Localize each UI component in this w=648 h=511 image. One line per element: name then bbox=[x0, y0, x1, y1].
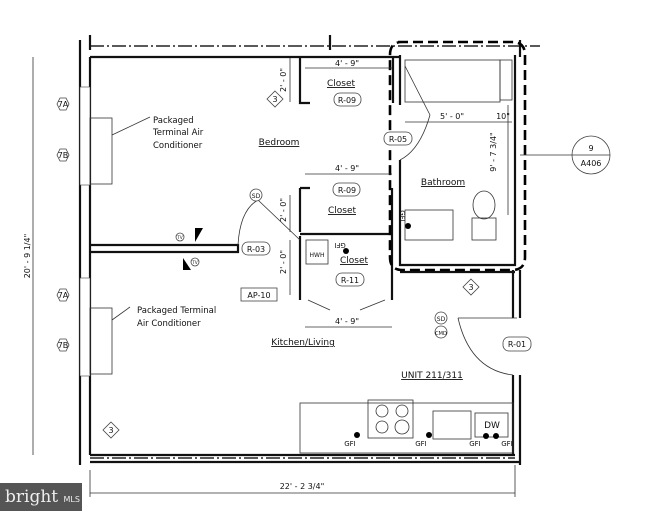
dishwasher bbox=[474, 412, 509, 438]
tv-tag: TV bbox=[190, 257, 200, 267]
svg-text:TV: TV bbox=[176, 235, 182, 240]
vanity bbox=[404, 209, 454, 241]
closet-bifold-door bbox=[307, 299, 386, 311]
room-label-bedroom: Bedroom bbox=[259, 138, 300, 148]
range bbox=[367, 399, 414, 439]
svg-text:R-05: R-05 bbox=[389, 135, 407, 144]
bathroom-door-swing bbox=[399, 65, 431, 161]
smoke-detector-tag: SD bbox=[249, 188, 263, 202]
svg-text:SD: SD bbox=[437, 316, 446, 323]
svg-text:GFI: GFI bbox=[334, 241, 346, 249]
svg-text:3: 3 bbox=[468, 283, 473, 292]
window-tag-7b: 7B bbox=[56, 148, 70, 162]
svg-text:7B: 7B bbox=[58, 341, 69, 350]
svg-text:GFI: GFI bbox=[415, 440, 427, 448]
svg-text:R-03: R-03 bbox=[247, 245, 265, 254]
bathtub bbox=[404, 59, 513, 103]
svg-text:R-01: R-01 bbox=[508, 340, 526, 349]
svg-text:3: 3 bbox=[108, 426, 113, 435]
tag-ap10: AP-10 bbox=[240, 287, 278, 302]
svg-text:AP-10: AP-10 bbox=[247, 291, 270, 300]
closet-low-width: 4' - 9" bbox=[335, 317, 359, 326]
window-tag-7a: 7A bbox=[56, 97, 70, 111]
svg-text:SD: SD bbox=[252, 193, 261, 200]
svg-text:GFI: GFI bbox=[501, 440, 513, 448]
room-label-closet: Closet bbox=[328, 206, 357, 216]
bath-offset-dimension: 10" bbox=[496, 112, 510, 121]
water-heater bbox=[305, 239, 329, 265]
door-tag-r01: R-01 bbox=[502, 336, 532, 352]
leader-line bbox=[111, 306, 131, 321]
closet-top-width: 4' - 9" bbox=[335, 59, 359, 68]
bedroom-door-swing bbox=[237, 199, 301, 246]
interior-walls bbox=[90, 55, 517, 300]
overall-height-dimension: 20' - 9 1/4" bbox=[23, 234, 32, 279]
ptac-unit-2 bbox=[89, 307, 113, 375]
svg-text:GFI: GFI bbox=[344, 440, 356, 448]
svg-text:R-09: R-09 bbox=[338, 186, 356, 195]
sink bbox=[432, 410, 472, 440]
closet-depth-dimension: 2' - 0" bbox=[279, 250, 288, 274]
entry-door-swing bbox=[457, 317, 517, 376]
room-label-bathroom: Bathroom bbox=[421, 178, 465, 188]
keynote-diamond: 3 bbox=[462, 278, 480, 296]
tv-outlet-icon bbox=[195, 228, 203, 242]
room-label-closet: Closet bbox=[327, 79, 356, 89]
svg-text:7B: 7B bbox=[58, 151, 69, 160]
svg-text:7A: 7A bbox=[58, 100, 69, 109]
co-detector-tag: CMD bbox=[434, 325, 448, 339]
window-tag-7b: 7B bbox=[56, 338, 70, 352]
smoke-detector-tag: SD bbox=[434, 311, 448, 325]
room-label-closet: Closet bbox=[340, 256, 369, 266]
closet-depth-dimension: 2' - 0" bbox=[279, 198, 288, 222]
door-tag-r09: R-09 bbox=[333, 92, 362, 107]
svg-text:7A: 7A bbox=[58, 291, 69, 300]
door-tag-r05: R-05 bbox=[383, 131, 413, 146]
svg-text:TV: TV bbox=[191, 260, 197, 265]
svg-text:GFI: GFI bbox=[398, 210, 406, 222]
bath-length-dimension: 9' - 7 3/4" bbox=[489, 132, 498, 171]
window-tag-7a: 7A bbox=[56, 288, 70, 302]
windows bbox=[79, 86, 91, 377]
bath-width-dimension: 5' - 0" bbox=[440, 112, 464, 121]
svg-text:CMD: CMD bbox=[435, 331, 447, 337]
dishwasher-label: DW bbox=[484, 421, 500, 431]
bright-mls-logo: bright MLS bbox=[0, 483, 82, 511]
svg-text:3: 3 bbox=[272, 95, 277, 104]
svg-text:R-09: R-09 bbox=[338, 96, 356, 105]
gfi-outlets: GFI GFI GFI GFI GFI GFI bbox=[334, 210, 513, 448]
keynote-diamond: 3 bbox=[102, 421, 120, 439]
keynote-diamond: 3 bbox=[266, 90, 284, 108]
closet-depth-dimension: 2' - 0" bbox=[279, 68, 288, 92]
svg-text:R-11: R-11 bbox=[341, 276, 359, 285]
svg-text:GFI: GFI bbox=[469, 440, 481, 448]
door-tag-r09: R-09 bbox=[332, 182, 361, 197]
exterior-walls bbox=[78, 35, 540, 465]
bathroom-enlargement-boundary bbox=[388, 40, 527, 272]
tv-outlet-icon bbox=[183, 258, 191, 270]
svg-text:9: 9 bbox=[588, 144, 593, 153]
toilet bbox=[471, 190, 497, 241]
room-label-kitchen-living: Kitchen/Living bbox=[271, 338, 335, 348]
kitchen-counter bbox=[299, 399, 514, 454]
unit-label: UNIT 211/311 bbox=[401, 371, 463, 381]
overall-width-dimension: 22' - 2 3/4" bbox=[280, 482, 325, 491]
hwh-label: HWH bbox=[310, 252, 325, 259]
closet-mid-width: 4' - 9" bbox=[335, 164, 359, 173]
svg-text:A406: A406 bbox=[581, 159, 602, 168]
door-tag-r03: R-03 bbox=[241, 241, 271, 256]
ptac-unit-1 bbox=[89, 117, 113, 185]
leader-line bbox=[111, 116, 151, 136]
door-tag-r11: R-11 bbox=[335, 272, 365, 287]
tv-tag: TV bbox=[175, 232, 185, 242]
dimension-lines bbox=[32, 57, 572, 497]
